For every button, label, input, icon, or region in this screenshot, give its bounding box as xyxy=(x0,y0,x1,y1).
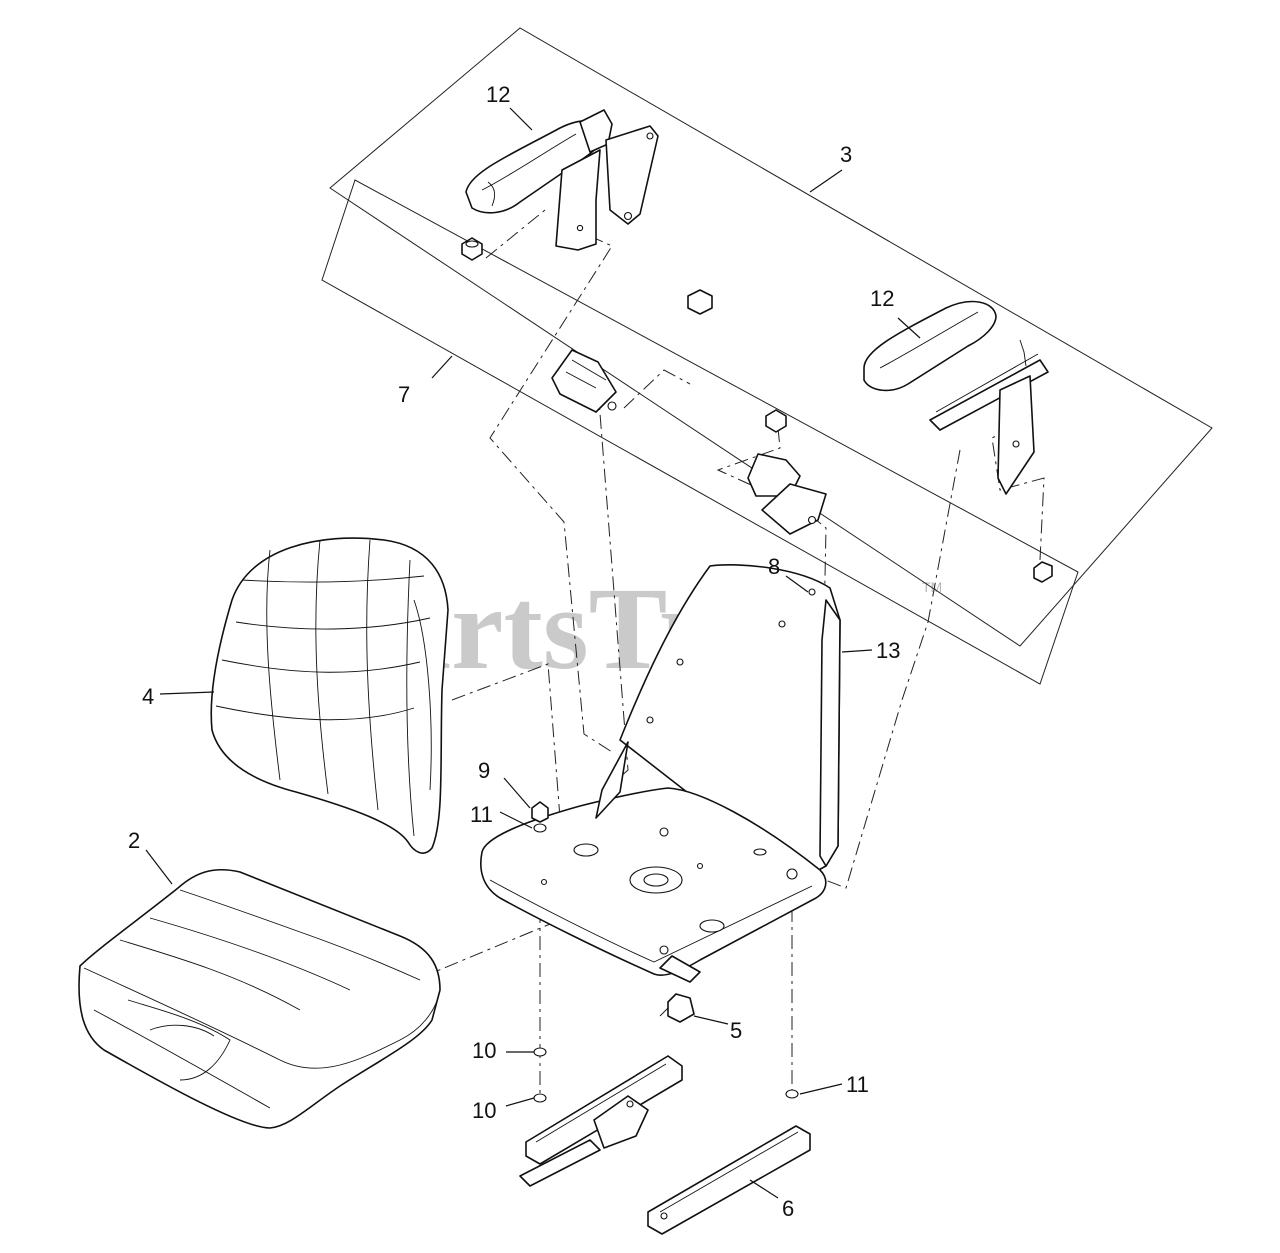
washer-11-upper xyxy=(533,823,547,833)
callout-12-left: 12 xyxy=(486,82,510,107)
seat-slide-rail-right xyxy=(647,1125,811,1235)
washer-10-upper xyxy=(533,1047,547,1057)
armrest-left xyxy=(465,109,659,251)
callout-11-upper: 11 xyxy=(470,802,493,827)
callout-11-lower: 11 xyxy=(846,1072,869,1097)
bolt-middle xyxy=(765,409,787,433)
callout-10-lower: 10 xyxy=(472,1098,496,1123)
armrest-right xyxy=(863,300,1049,495)
seat-belt-buckle-left xyxy=(551,349,617,413)
callout-10-upper: 10 xyxy=(472,1038,496,1063)
callout-12-right: 12 xyxy=(870,286,894,311)
callout-4: 4 xyxy=(142,684,154,709)
washer-9-nut xyxy=(531,801,549,823)
callout-6: 6 xyxy=(782,1196,794,1221)
callout-8: 8 xyxy=(768,554,780,579)
seat-switch xyxy=(667,993,695,1023)
seat-belt-kit-outline xyxy=(321,179,1079,685)
hex-nut-right xyxy=(1033,561,1053,583)
callout-3: 3 xyxy=(840,142,852,167)
washer-10-lower xyxy=(533,1093,547,1103)
callout-2: 2 xyxy=(128,828,140,853)
seat-belt-buckle-right xyxy=(747,453,827,535)
callout-leaders xyxy=(145,107,921,1199)
bolt-upper xyxy=(687,289,713,315)
seat-pan-frame xyxy=(480,564,841,983)
seat-back-cushion xyxy=(210,537,449,854)
callout-5: 5 xyxy=(730,1018,742,1043)
seat-bottom-cushion xyxy=(78,868,441,1129)
callout-13: 13 xyxy=(876,638,900,663)
hex-nut-top-left xyxy=(461,237,483,261)
seat-slide-rail-left xyxy=(519,1055,683,1187)
washer-11-lower xyxy=(785,1089,799,1099)
callout-9: 9 xyxy=(478,758,490,783)
callout-7: 7 xyxy=(398,382,410,407)
